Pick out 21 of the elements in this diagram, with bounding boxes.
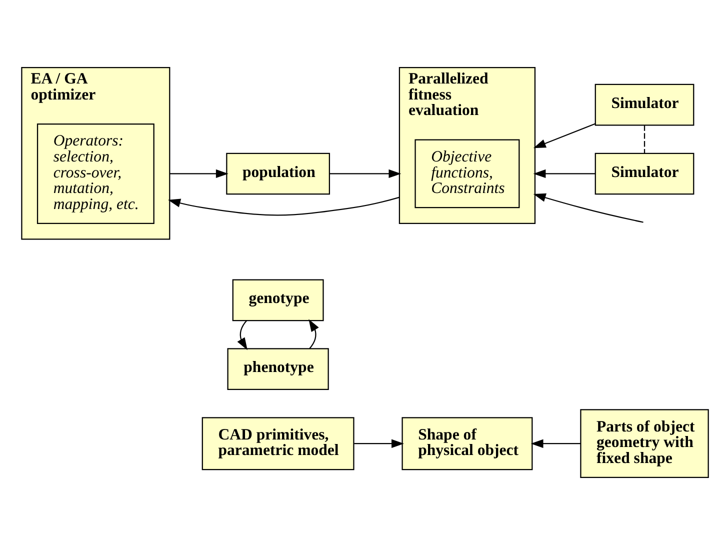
arrow	[533, 193, 644, 223]
node-box: population	[226, 152, 330, 195]
node-box: Operators: selection, cross-over, mutation, mapping, etc.	[36, 123, 154, 224]
arrow	[170, 169, 228, 178]
connector	[644, 125, 646, 154]
node-box: Simulator	[594, 84, 694, 126]
node-box: Shape of physical object	[402, 417, 533, 470]
arrow	[168, 196, 400, 216]
node-box: CAD primitives, parametric model	[202, 417, 354, 470]
node-box: phenotype	[227, 348, 329, 390]
arrow	[237, 320, 248, 350]
node-box: genotype	[232, 279, 324, 322]
arrow	[533, 169, 596, 178]
node-box: Objective functions, Constraints	[414, 139, 520, 208]
arrow	[308, 319, 319, 349]
node-box: Simulator	[594, 152, 694, 195]
arrow	[530, 439, 581, 448]
node-box: Parts of object geometry with fixed shape	[580, 409, 709, 478]
arrow	[330, 169, 402, 178]
arrow	[354, 439, 404, 448]
arrow	[533, 123, 596, 148]
